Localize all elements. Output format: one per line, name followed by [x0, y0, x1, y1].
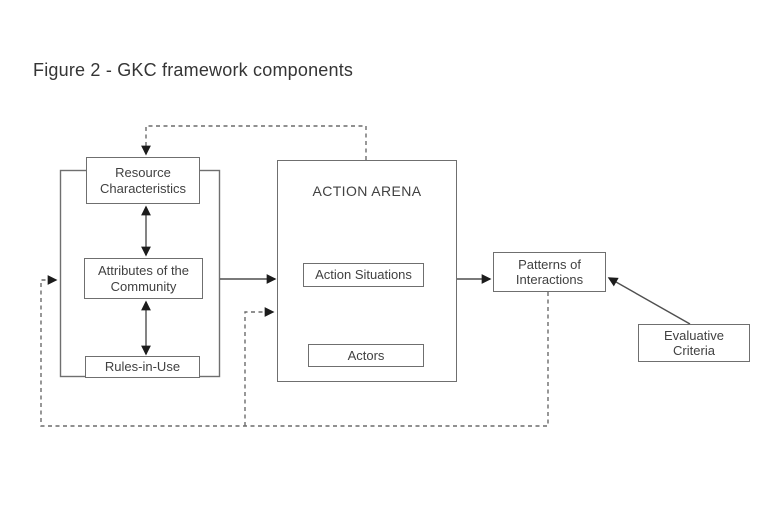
- dashed-feedback-patterns-to-arena: [244, 307, 275, 426]
- node-evaluative-criteria: Evaluative Criteria: [638, 324, 750, 362]
- figure-caption: Figure 2 - GKC framework components: [33, 60, 354, 80]
- node-resource-characteristics: Resource Characteristics: [86, 157, 200, 204]
- node-patterns-of-interactions: Patterns of Interactions: [493, 252, 606, 292]
- node-rules-in-use: Rules-in-Use: [85, 356, 200, 378]
- attributes-of-the-community-label: Attributes of the Community: [97, 263, 190, 294]
- action-situations-label: Action Situations: [315, 267, 412, 283]
- actors-label: Actors: [347, 347, 385, 363]
- evaluative-criteria-label: Evaluative Criteria: [664, 327, 724, 358]
- arrow-evaluative-to-patterns: [607, 277, 691, 325]
- dashed-feedback-arena-to-resource: [141, 125, 367, 160]
- node-actors: Actors: [308, 344, 424, 367]
- action-arena-label: ACTION ARENA: [312, 183, 422, 199]
- dashed-feedback-patterns-to-exogenous: [40, 275, 549, 427]
- node-action-situations: Action Situations: [303, 263, 424, 287]
- rules-in-use-label: Rules-in-Use: [104, 359, 181, 375]
- patterns-of-interactions-label: Patterns of Interactions: [515, 256, 584, 287]
- resource-characteristics-label: Resource Characteristics: [100, 165, 186, 196]
- node-attributes-of-the-community: Attributes of the Community: [84, 258, 203, 299]
